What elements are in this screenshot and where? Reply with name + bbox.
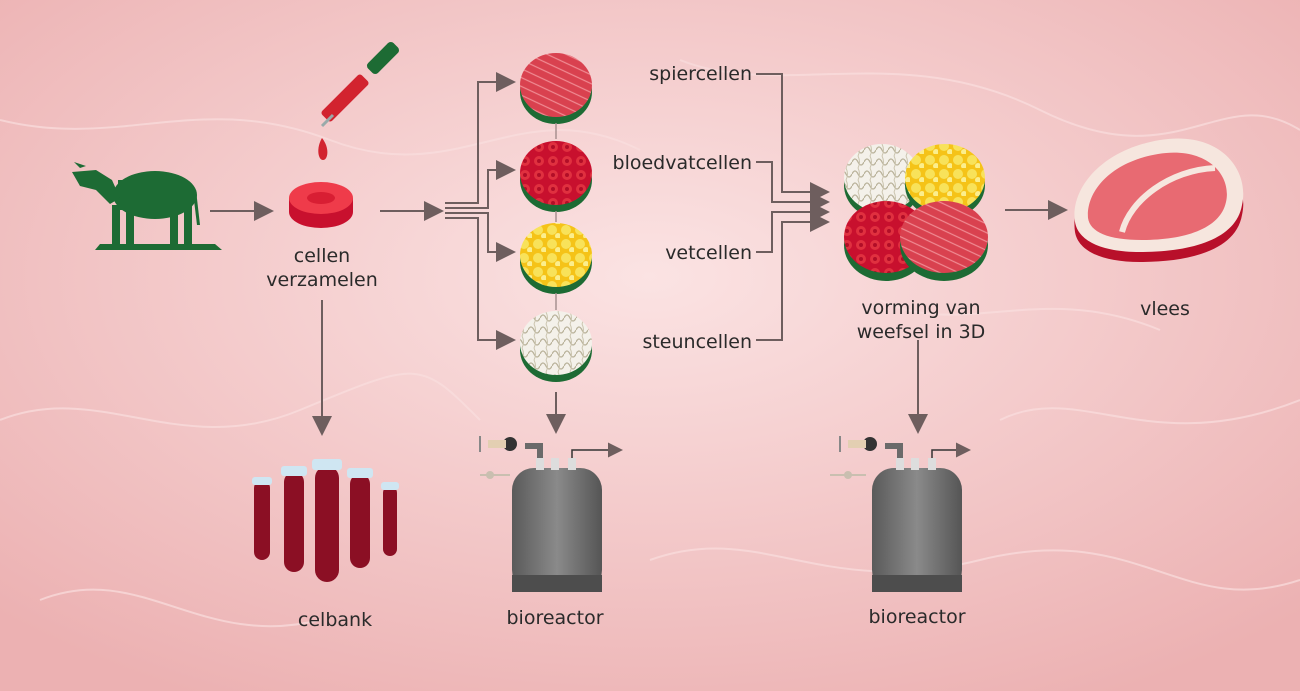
test-tubes-icon xyxy=(252,459,399,582)
cellbank-label: celbank xyxy=(297,609,373,631)
petri-dish-icon xyxy=(520,141,592,212)
tissue-label: vorming van weefsel in 3D xyxy=(846,296,996,344)
blood-vessel-label: bloedvatcellen xyxy=(612,152,752,174)
support-label: steuncellen xyxy=(642,331,752,353)
collect-label-line1: cellen xyxy=(293,245,351,267)
petri-dish-icon xyxy=(520,53,592,124)
bioreactor-icon xyxy=(479,436,623,592)
muscle-label: spiercellen xyxy=(649,63,752,85)
marbling-texture xyxy=(0,59,1300,628)
tissue-label-line2: weefsel in 3D xyxy=(856,321,986,343)
tissue-label-line1: vorming van xyxy=(861,297,981,319)
dropper-icon xyxy=(318,41,400,160)
collect-label-line2: verzamelen xyxy=(266,269,378,291)
petri-dish-icon xyxy=(520,223,592,294)
cow-icon xyxy=(72,162,222,250)
petri-dish-icon xyxy=(520,311,592,382)
bioreactor-label-2: bioreactor xyxy=(868,606,966,628)
bioreactor-icon xyxy=(830,436,971,592)
meat-steak-icon xyxy=(1074,138,1244,262)
meat-label: vlees xyxy=(1140,298,1190,320)
tissue-cluster-icon xyxy=(844,144,988,281)
flow-arrows xyxy=(210,72,1068,436)
collect-label: cellen verzamelen xyxy=(250,244,394,292)
fat-label: vetcellen xyxy=(665,242,752,264)
cell-disc-icon xyxy=(289,182,353,228)
bioreactor-label-1: bioreactor xyxy=(506,607,604,629)
